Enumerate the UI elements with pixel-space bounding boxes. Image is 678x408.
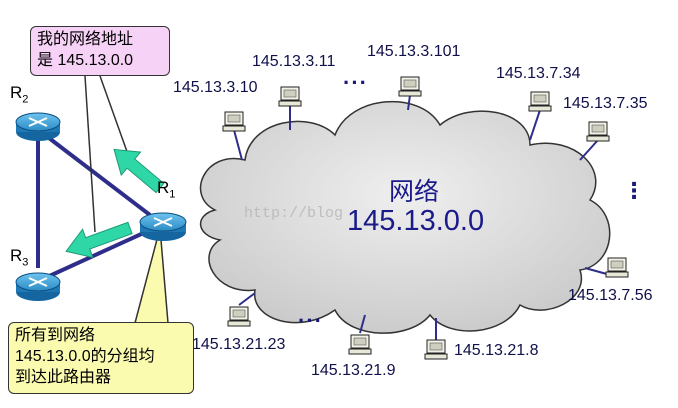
host-label-h8: 145.13.21.9 <box>311 362 396 379</box>
host-label-h3: 145.13.3.101 <box>367 43 461 60</box>
network-title: 网络 <box>389 178 440 206</box>
router-r2 <box>15 112 61 141</box>
callout-bottom-line2: 145.13.0.0的分组均 <box>15 348 155 365</box>
host-label-h2: 145.13.3.11 <box>252 53 336 70</box>
host-label-h1: 145.13.3.10 <box>173 79 258 96</box>
router-r2-label: R2 <box>10 83 29 106</box>
router-r3 <box>15 272 61 301</box>
host-label-h5: 145.13.7.35 <box>563 95 648 112</box>
router-r1 <box>139 212 187 241</box>
callout-top-line2: 是 145.13.0.0 <box>37 52 134 69</box>
host-label-h7: 145.13.21.8 <box>454 342 539 359</box>
computer-icon-h6 <box>605 257 629 278</box>
computer-icon-h3 <box>398 76 422 97</box>
callout-packets-to-router: 所有到网络 145.13.0.0的分组均 到达此路由器 <box>8 322 194 394</box>
callout-bottom-line3: 到达此路由器 <box>15 369 112 386</box>
arrow-to-r2 <box>113 148 165 194</box>
watermark: http://blog <box>244 205 344 222</box>
router-r3-label: R3 <box>10 246 29 269</box>
host-label-h6: 145.13.7.56 <box>568 287 653 304</box>
callout-top-pointers <box>84 75 131 233</box>
host-label-h9: 145.13.21.23 <box>192 336 286 353</box>
link-r3-r1 <box>44 228 151 280</box>
host-label-h4: 145.13.7.34 <box>496 65 581 82</box>
router-links <box>36 133 152 280</box>
ellipsis-right: ⋮ <box>623 178 646 203</box>
callout-bottom-pointer <box>134 227 169 324</box>
computer-icon-h1 <box>222 111 246 132</box>
callout-bottom-line1: 所有到网络 <box>15 327 96 344</box>
computer-icon-h2 <box>278 86 302 107</box>
router-r1-label: R1 <box>157 178 176 201</box>
callout-top-line1: 我的网络地址 <box>37 31 134 48</box>
arrow-to-r3 <box>65 221 133 259</box>
network-address: 145.13.0.0 <box>347 205 485 237</box>
link-r2-r1 <box>43 133 152 217</box>
computer-icon-h4 <box>528 91 552 112</box>
ellipsis-bottom: ··· <box>298 308 323 333</box>
ellipsis-top: ··· <box>343 70 368 95</box>
computer-icon-h7 <box>424 339 448 360</box>
computer-icon-h8 <box>348 334 372 355</box>
network-cloud <box>199 100 611 334</box>
computer-icon-h5 <box>586 121 610 142</box>
computer-icon-h9 <box>227 306 251 327</box>
callout-my-network-address: 我的网络地址 是 145.13.0.0 <box>30 26 170 76</box>
